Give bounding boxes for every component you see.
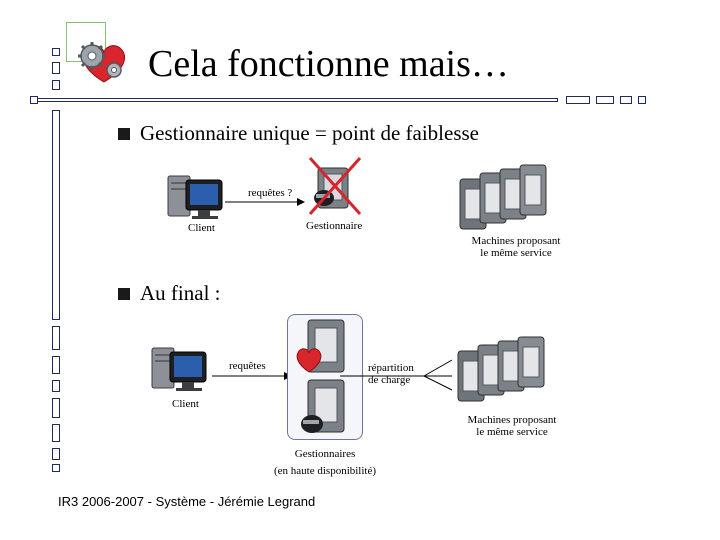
machines-label-2: Machines proposant le même service <box>452 414 572 438</box>
client-label: Client <box>188 222 215 234</box>
requests-label: requêtes ? <box>248 187 293 199</box>
heart-icon <box>296 348 322 373</box>
bullet-text-1: Gestionnaire unique = point de faiblesse <box>140 121 480 145</box>
server-stack-icon <box>459 164 547 230</box>
footer-text: IR3 2006-2007 - Système - Jérémie Legran… <box>58 494 316 509</box>
machines-label-line2: le même service <box>480 247 552 259</box>
managers-label-line2: (en haute disponibilité) <box>273 465 377 477</box>
distribution-arrows <box>340 359 453 391</box>
managers-label: Gestionnaires (en haute disponibilité) <box>260 446 390 480</box>
distribution-label: répartition de charge <box>368 362 414 386</box>
machines-label-line1: Machines proposant <box>471 235 561 247</box>
client-label: Client <box>172 398 199 410</box>
managers-label-line1: Gestionnaires <box>294 448 356 460</box>
requests-arrow <box>212 372 292 380</box>
bullet-text-2: Au final : <box>140 281 221 305</box>
server-icon <box>301 379 345 433</box>
computer-icon <box>167 175 223 219</box>
requests-arrow <box>225 198 305 206</box>
machines-label-1: Machines proposant le même service <box>456 235 576 259</box>
distribution-label-line1: répartition <box>368 362 414 374</box>
page-title: Cela fonctionne mais… <box>148 43 509 85</box>
requests-label: requêtes <box>229 360 266 372</box>
server-stack-icon <box>457 336 545 402</box>
manager-label: Gestionnaire <box>306 220 363 232</box>
bullet-marker <box>118 288 130 300</box>
gear-heart-logo-icon <box>78 42 126 83</box>
computer-icon <box>151 347 207 391</box>
distribution-label-line2: de charge <box>368 374 411 386</box>
machines-label-line2: le même service <box>476 426 548 438</box>
bullet-marker <box>118 128 130 140</box>
red-cross-icon <box>308 157 362 215</box>
machines-label-line1: Machines proposant <box>467 414 557 426</box>
